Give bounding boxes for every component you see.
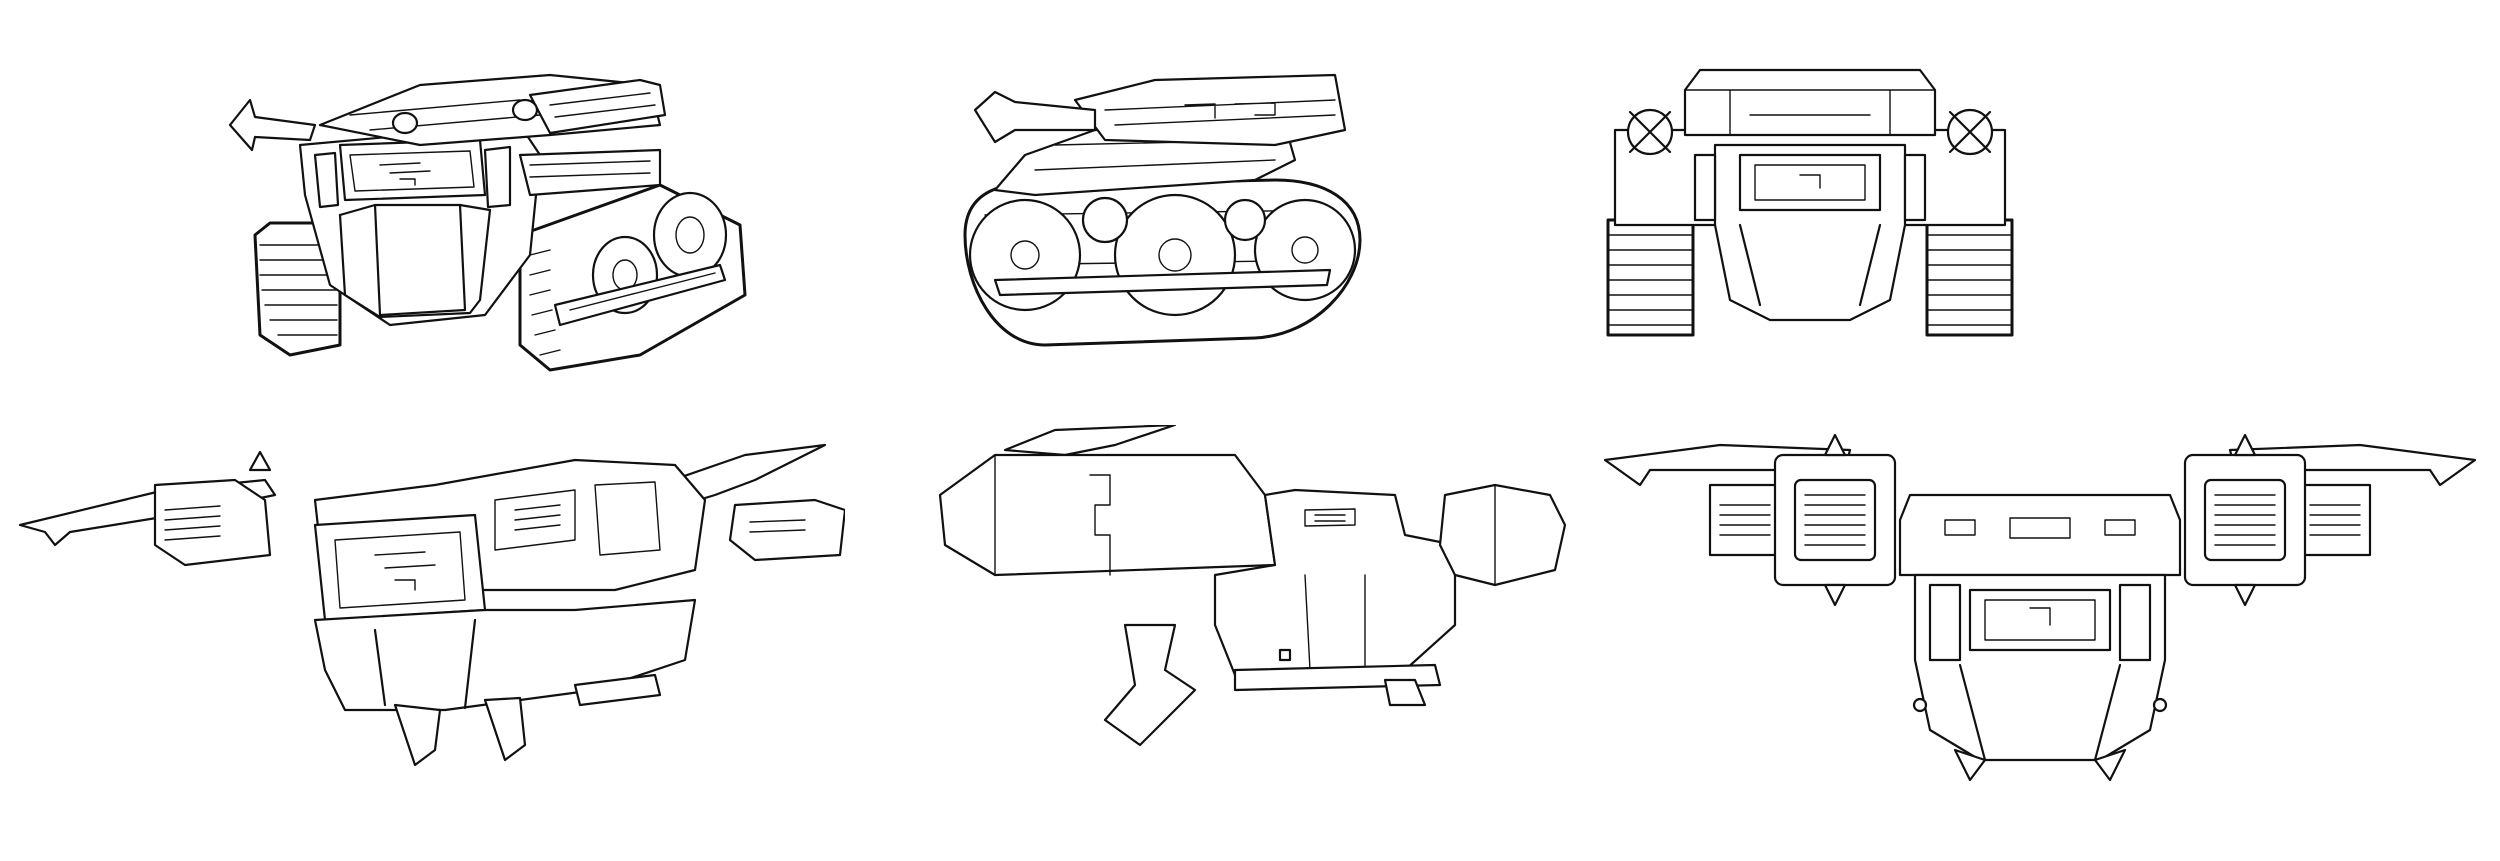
flyer-side-view <box>935 425 1615 765</box>
front-left-engine <box>1708 433 1897 607</box>
tank-side-view <box>955 70 1375 360</box>
front-turret <box>1683 68 1937 137</box>
flyer-front-view <box>1600 430 2480 790</box>
front-right-engine <box>2183 433 2372 607</box>
tank-front-view <box>1590 60 2030 350</box>
front-flyer-window <box>1968 588 2112 652</box>
side-wing-blade <box>1003 425 1177 457</box>
front-window <box>1738 153 1882 212</box>
front-left-track <box>1606 218 1695 337</box>
road-wheels <box>968 193 1357 317</box>
side-rear-engine <box>1438 483 1567 587</box>
left-engine-pod <box>153 478 272 567</box>
right-track <box>518 183 747 372</box>
side-nose-block <box>938 453 1277 577</box>
missile-pod <box>528 78 667 135</box>
flyer-three-quarter-view <box>15 440 845 780</box>
left-track <box>253 221 342 357</box>
right-sensor-pod <box>1946 108 1994 156</box>
left-spike <box>228 98 317 152</box>
side-tail-fin <box>1103 623 1197 747</box>
side-body <box>1213 488 1457 677</box>
side-turret <box>1073 73 1347 147</box>
left-sensor-pod <box>1626 108 1674 156</box>
front-flyer-body <box>1898 493 2182 577</box>
tank-three-quarter-view <box>220 55 780 375</box>
front-right-track <box>1925 218 2014 337</box>
